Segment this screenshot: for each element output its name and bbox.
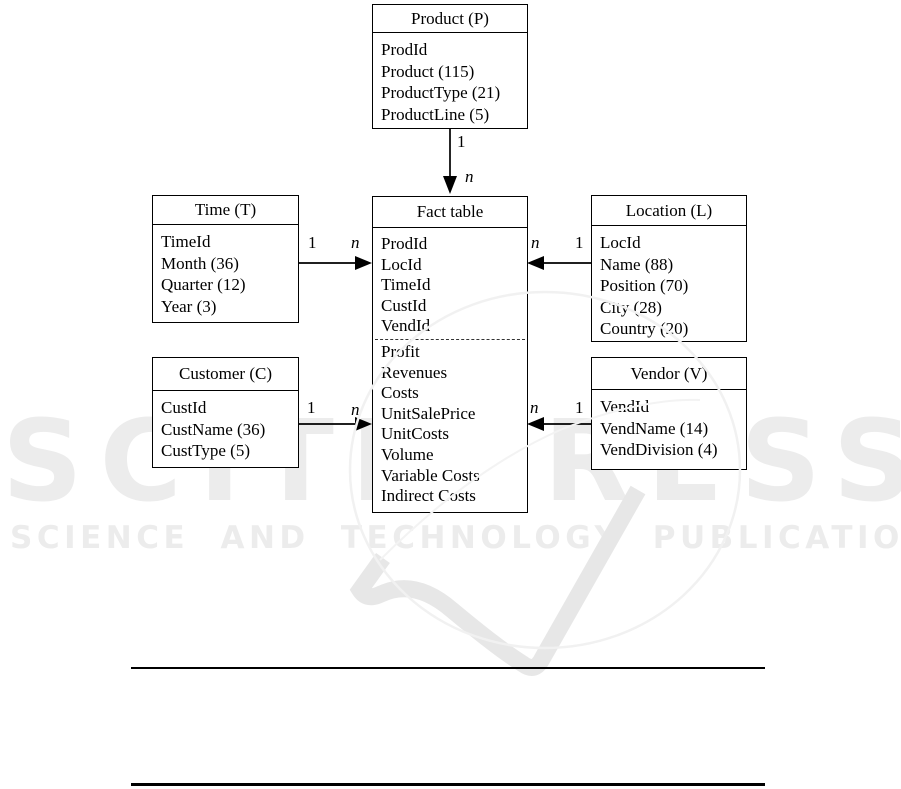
attribute-quarter: Quarter (12) [161, 275, 246, 294]
entity-location-title: Location (L) [592, 196, 746, 226]
fact-measure-revenues: Revenues [381, 362, 448, 382]
cardinality-location-n: n [531, 233, 540, 252]
entity-product-title: Product (P) [373, 5, 527, 33]
entity-customer: Customer (C) CustId CustName (36) CustTy… [152, 357, 299, 468]
attribute-locid: LocId [600, 233, 641, 252]
attribute-custid: CustId [161, 398, 207, 417]
cardinality-product-n: n [465, 167, 474, 186]
cardinality-vendor-n: n [530, 398, 539, 417]
attribute-timeid: TimeId [161, 232, 211, 251]
fact-key-prodid: ProdId [381, 234, 428, 253]
attribute-month: Month (36) [161, 253, 239, 273]
entity-vendor: Vendor (V) VendId VendName (14) VendDivi… [591, 357, 747, 470]
attribute-custtype: CustType (5) [161, 441, 250, 460]
attribute-name: Name (88) [600, 254, 674, 274]
fact-measure-indirect-costs: Indirect Costs [381, 486, 476, 506]
cardinality-product-1: 1 [457, 132, 466, 151]
cardinality-location-1: 1 [575, 233, 584, 252]
attribute-vendid: VendId [600, 397, 650, 416]
fact-key-vendid: VendId [381, 316, 431, 336]
fact-measure-variable-costs: Variable Costs [381, 465, 480, 485]
entity-product: Product (P) ProdId Product (115) Product… [372, 4, 528, 129]
attribute-venddivision: VendDivision (4) [600, 440, 718, 459]
entity-time: Time (T) TimeId Month (36) Quarter (12) … [152, 195, 299, 323]
fact-key-custid: CustId [381, 295, 427, 315]
cardinality-vendor-1: 1 [575, 398, 584, 417]
entity-fact-table-title: Fact table [373, 197, 527, 228]
cardinality-customer-n: n [351, 400, 360, 419]
entity-vendor-title: Vendor (V) [592, 358, 746, 390]
fact-key-timeid: TimeId [381, 275, 431, 295]
cardinality-time-1: 1 [308, 233, 317, 252]
horizontal-rule-top [131, 667, 765, 669]
attribute-prodid: ProdId [381, 40, 428, 59]
attribute-position: Position (70) [600, 276, 689, 295]
horizontal-rule-bottom [131, 783, 765, 786]
entity-fact-table: Fact table ProdId LocId TimeId CustId Ve… [372, 196, 528, 513]
fact-measure-profit: Profit [381, 341, 420, 361]
attribute-year: Year (3) [161, 296, 217, 316]
entity-customer-title: Customer (C) [153, 358, 298, 391]
attribute-producttype: ProductType (21) [381, 83, 501, 102]
fact-measure-costs: Costs [381, 383, 419, 403]
fact-key-locid: LocId [381, 254, 422, 274]
cardinality-customer-1: 1 [307, 398, 316, 417]
attribute-custname: CustName (36) [161, 419, 266, 439]
fact-measure-unitsaleprice: UnitSalePrice [381, 403, 476, 423]
attribute-vendname: VendName (14) [600, 418, 709, 438]
attribute-country: Country (20) [600, 319, 689, 338]
entity-location: Location (L) LocId Name (88) Position (7… [591, 195, 747, 342]
attribute-productline: ProductLine (5) [381, 104, 490, 124]
fact-measure-unitcosts: UnitCosts [381, 424, 450, 444]
attribute-city: City (28) [600, 297, 662, 317]
entity-time-title: Time (T) [153, 196, 298, 225]
attribute-product: Product (115) [381, 61, 475, 81]
fact-measure-volume: Volume [381, 444, 434, 464]
cardinality-time-n: n [351, 233, 360, 252]
